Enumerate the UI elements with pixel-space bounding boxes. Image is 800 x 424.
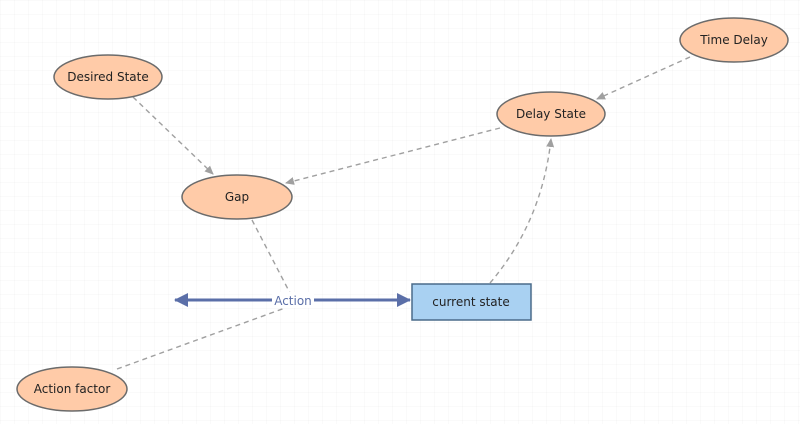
variable-label: Gap — [225, 190, 249, 204]
variable-label: Delay State — [516, 107, 586, 121]
link-delay-state-to-gap[interactable] — [285, 127, 501, 185]
flow-action[interactable]: Action — [174, 292, 411, 308]
variable-shape[interactable] — [53, 54, 163, 100]
stock-current-state[interactable]: current state — [411, 283, 532, 321]
variable-shape[interactable] — [16, 366, 128, 412]
variable-gap[interactable]: Gap — [181, 174, 293, 220]
info-links — [116, 56, 691, 370]
stock-label: current state — [432, 295, 510, 309]
variable-shape[interactable] — [496, 91, 606, 137]
link-current-state-to-delay-state[interactable] — [489, 138, 555, 284]
link-action-factor-to-action[interactable] — [116, 307, 286, 370]
link-desired-state-to-gap[interactable] — [132, 96, 214, 175]
flow-label-background — [272, 292, 314, 308]
variable-label: Desired State — [67, 70, 148, 84]
flow-label: Action — [274, 294, 312, 308]
variable-shape[interactable] — [181, 174, 293, 220]
link-time-delay-to-delay-state[interactable] — [596, 56, 691, 100]
variable-action-factor[interactable]: Action factor — [16, 366, 128, 412]
stock-shape[interactable] — [411, 283, 532, 321]
variable-label: Time Delay — [699, 33, 768, 47]
variable-time-delay[interactable]: Time Delay — [679, 17, 789, 63]
variable-desired-state[interactable]: Desired State — [53, 54, 163, 100]
link-gap-to-action[interactable] — [251, 219, 291, 294]
variable-delay-state[interactable]: Delay State — [496, 91, 606, 137]
variable-label: Action factor — [34, 382, 111, 396]
variable-shape[interactable] — [679, 17, 789, 63]
